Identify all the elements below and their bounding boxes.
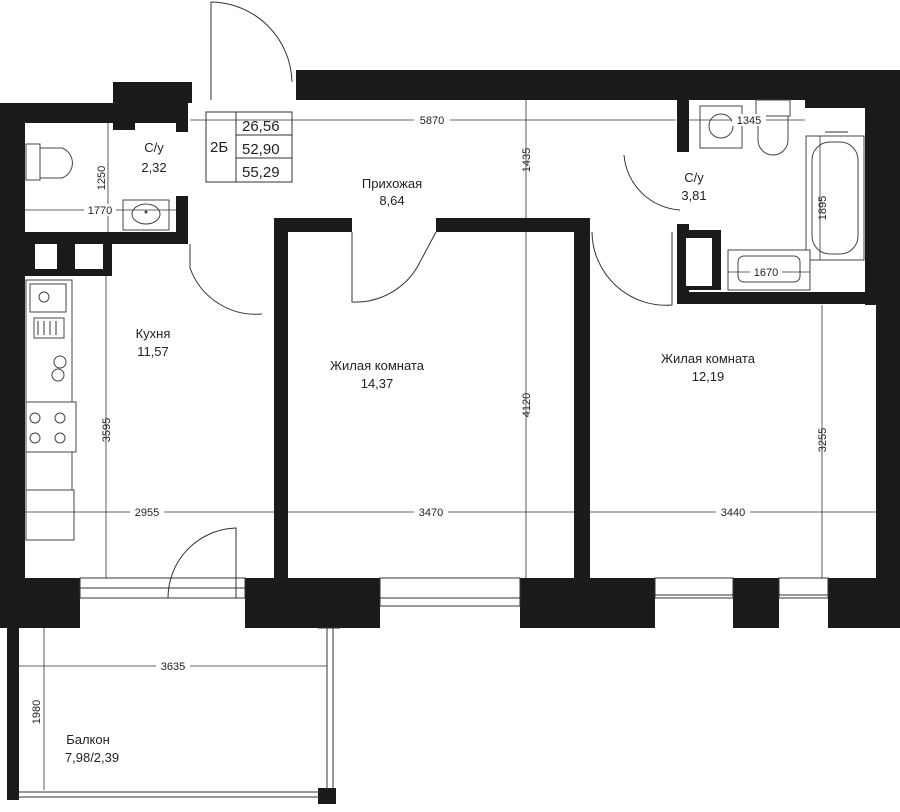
apartment-type: 2Б — [210, 139, 228, 156]
balcony-area: 7,98/2,39 — [65, 750, 119, 765]
dim-bath1-width: 1770 — [88, 205, 112, 217]
living1-name: Жилая комната — [330, 358, 425, 373]
dim-hall-depth: 1435 — [521, 148, 533, 172]
bath1-area: 2,32 — [141, 160, 166, 175]
dim-balcony-depth: 1980 — [31, 700, 43, 724]
room-labels: С/у 2,32 Прихожая 8,64 С/у 3,81 Кухня 11… — [65, 140, 756, 765]
dim-living1-depth: 4120 — [521, 393, 533, 417]
area-living: 26,56 — [242, 118, 280, 135]
balcony-name: Балкон — [66, 732, 110, 747]
fixtures — [25, 99, 865, 541]
dim-bath2-width: 1345 — [737, 115, 761, 127]
dim-hall-width: 5870 — [420, 115, 444, 127]
bath2-name: С/у — [684, 170, 704, 185]
dim-bath1-depth: 1250 — [96, 166, 108, 190]
hall-name: Прихожая — [362, 176, 422, 191]
kitchen-area: 11,57 — [137, 344, 169, 359]
dim-kitchen-width: 2955 — [135, 507, 159, 519]
dim-living1-width: 3470 — [419, 507, 443, 519]
dim-balcony-width: 3635 — [161, 661, 185, 673]
dim-living2-width: 3440 — [721, 507, 745, 519]
living2-name: Жилая комната — [661, 351, 756, 366]
balcony-glazing — [19, 627, 340, 798]
dimension-labels: 5870 1435 1250 1770 1345 1895 1670 3595 … — [31, 114, 829, 724]
bath1-name: С/у — [144, 140, 164, 155]
hall-area: 8,64 — [379, 193, 404, 208]
area-box: 2Б 26,56 52,90 55,29 — [205, 111, 293, 183]
dim-living2-depth: 3255 — [817, 428, 829, 452]
dim-bath2-inner: 1670 — [754, 267, 778, 279]
doors — [167, 1, 681, 599]
kitchen-name: Кухня — [136, 326, 171, 341]
dim-bath2-tub: 1895 — [817, 196, 829, 220]
bath2-area: 3,81 — [681, 188, 706, 203]
windows — [79, 577, 829, 607]
area-with-balcony: 55,29 — [242, 164, 280, 181]
living1-area: 14,37 — [361, 376, 394, 391]
area-total: 52,90 — [242, 141, 280, 158]
living2-area: 12,19 — [692, 369, 725, 384]
dim-kitchen-depth: 3595 — [101, 418, 113, 442]
walls — [0, 70, 900, 804]
